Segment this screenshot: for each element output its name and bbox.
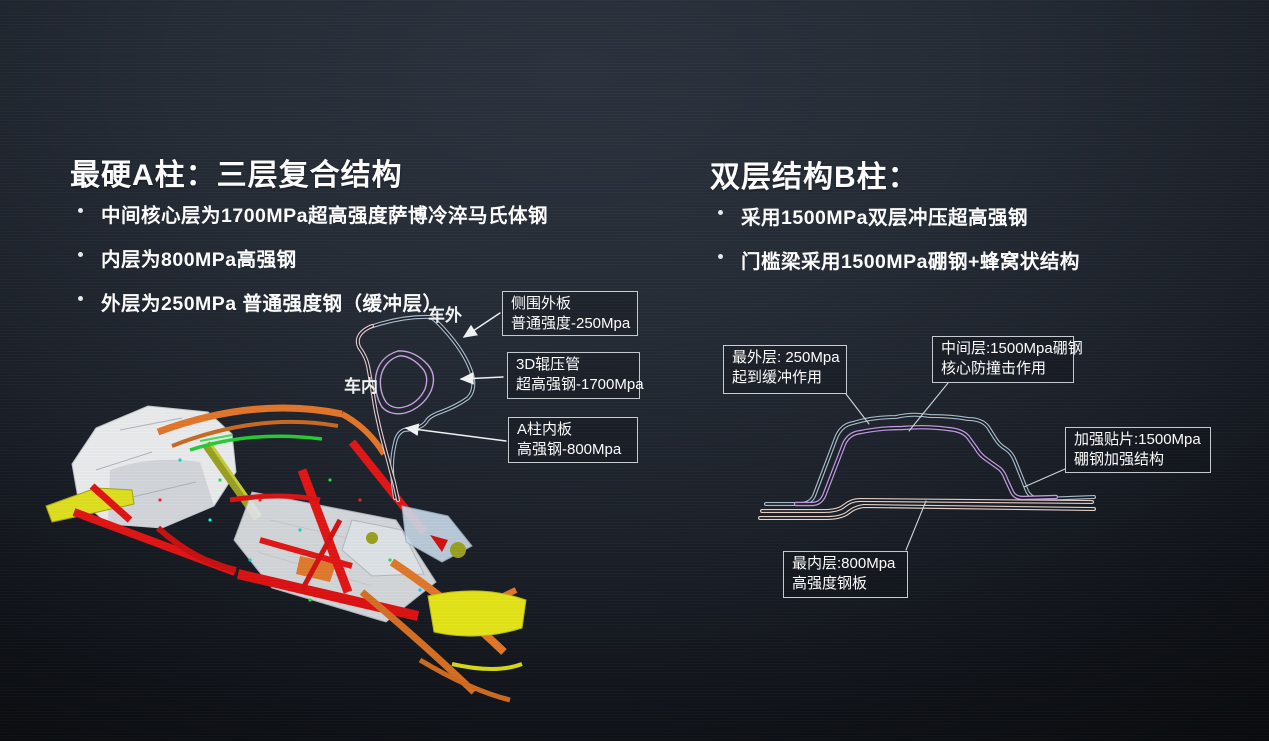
car-outside-label: 车外 xyxy=(428,306,462,325)
bullet-dot xyxy=(718,254,723,259)
callout-innermost-layer: 最内层:800Mpa 高强度钢板 xyxy=(783,551,908,598)
callout-outermost-layer: 最外层: 250Mpa 起到缓冲作用 xyxy=(723,345,847,394)
callout-line: A柱内板 xyxy=(517,421,573,438)
b-pillar-bullet-1: 采用1500MPa双层冲压超高强钢 xyxy=(712,201,1080,230)
bullet-dot xyxy=(78,208,83,213)
callout-line: 起到缓冲作用 xyxy=(732,369,823,386)
a-pillar-bullet-3: 外层为250MPa 普通强度钢（缓冲层） xyxy=(72,287,548,316)
callout-line: 3D辊压管 xyxy=(516,356,581,373)
callout-line: 加强贴片:1500Mpa xyxy=(1074,431,1201,448)
callout-a-pillar-inner-panel: A柱内板 高强钢-800Mpa xyxy=(508,417,638,463)
b-pillar-bullet-2-text: 门槛梁采用1500MPa硼钢+蜂窝状结构 xyxy=(741,251,1080,273)
roll-tube-line xyxy=(374,350,435,415)
a-pillar-callout-arrows xyxy=(404,312,507,442)
callout-line: 普通强度-250Mpa xyxy=(511,315,631,332)
callout-line: 侧围外板 xyxy=(511,295,572,312)
callout-line: 硼钢加强结构 xyxy=(1074,451,1165,468)
car-inside-label: 车内 xyxy=(344,377,378,396)
bullet-dot xyxy=(78,296,83,301)
b-pillar-bullet-2: 门槛梁采用1500MPa硼钢+蜂窝状结构 xyxy=(712,245,1080,274)
callout-line: 高强度钢板 xyxy=(792,575,868,592)
callout-3d-roll-tube: 3D辊压管 超高强钢-1700Mpa xyxy=(507,352,644,399)
weld-spot-dots xyxy=(158,458,422,602)
callout-line: 核心防撞击作用 xyxy=(941,360,1047,377)
a-pillar-bullet-1: 中间核心层为1700MPa超高强度萨博冷淬马氏体钢 xyxy=(72,199,548,228)
b-pillar-cross-section xyxy=(758,382,1096,551)
callout-middle-layer: 中间层:1500Mpa硼钢 核心防撞击作用 xyxy=(932,336,1083,383)
callout-line: 高强钢-800Mpa xyxy=(517,441,622,458)
car-body-structure-image xyxy=(45,404,527,703)
b-pillar-bullet-list: 采用1500MPa双层冲压超高强钢 门槛梁采用1500MPa硼钢+蜂窝状结构 xyxy=(712,201,1080,289)
bullet-dot xyxy=(718,210,723,215)
a-pillar-section-title: 最硬A柱：三层复合结构 xyxy=(70,159,403,192)
a-pillar-bullet-1-text: 中间核心层为1700MPa超高强度萨博冷淬马氏体钢 xyxy=(101,205,548,227)
callout-reinforcement-patch: 加强贴片:1500Mpa 硼钢加强结构 xyxy=(1065,427,1211,473)
b-pillar-leader-lines xyxy=(845,382,1066,551)
a-pillar-bullet-2: 内层为800MPa高强钢 xyxy=(72,243,548,272)
a-pillar-bullet-3-text: 外层为250MPa 普通强度钢（缓冲层） xyxy=(101,293,443,315)
callout-line: 最外层: 250Mpa xyxy=(732,349,840,366)
b-pillar-bullet-1-text: 采用1500MPa双层冲压超高强钢 xyxy=(741,207,1028,229)
callout-line: 中间层:1500Mpa硼钢 xyxy=(941,340,1083,357)
callout-side-outer-panel: 侧围外板 普通强度-250Mpa xyxy=(502,291,638,336)
bullet-dot xyxy=(78,252,83,257)
a-pillar-bullet-2-text: 内层为800MPa高强钢 xyxy=(101,249,297,271)
a-pillar-bullet-list: 中间核心层为1700MPa超高强度萨博冷淬马氏体钢 内层为800MPa高强钢 外… xyxy=(72,199,548,331)
a-pillar-outer-panel-line xyxy=(368,314,476,500)
callout-line: 最内层:800Mpa xyxy=(792,555,896,572)
callout-line: 超高强钢-1700Mpa xyxy=(516,376,644,393)
a-pillar-cross-section xyxy=(355,312,507,502)
b-pillar-section-title: 双层结构B柱： xyxy=(710,161,919,194)
